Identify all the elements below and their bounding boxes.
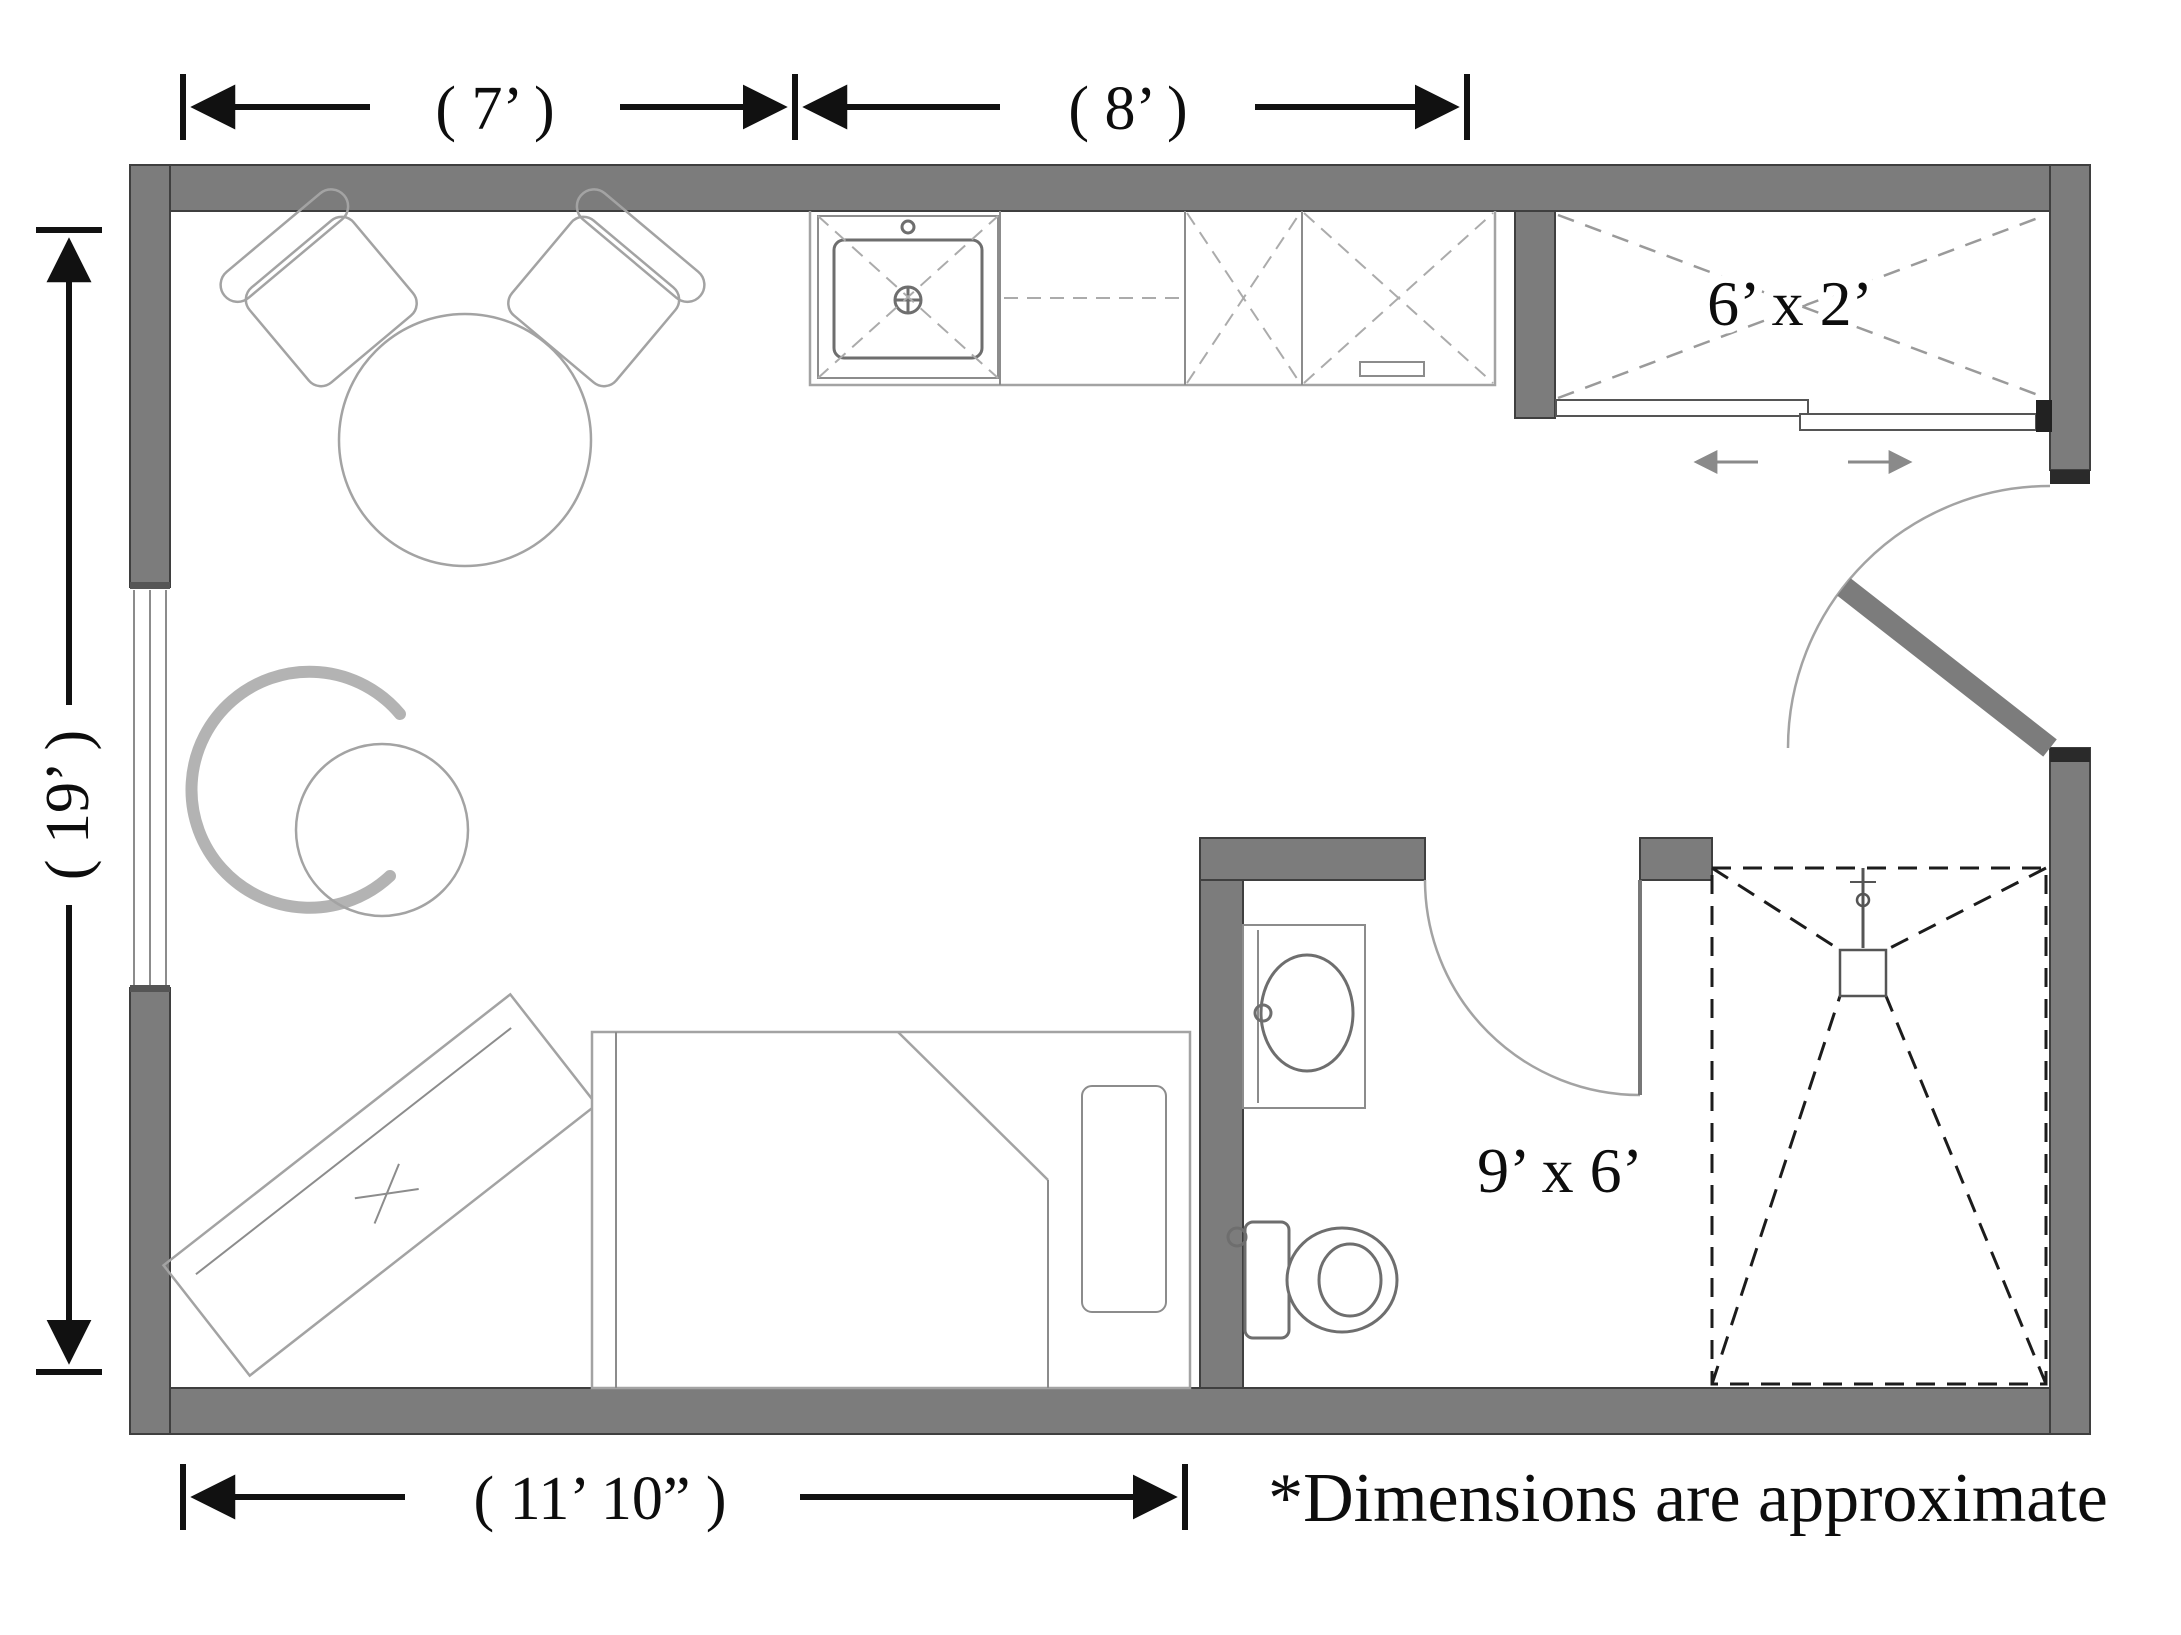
shower-pan (1710, 866, 2048, 1386)
shower-dash (1885, 866, 2047, 952)
sliding-door-panel-left (1555, 399, 1809, 417)
kitchen-appliance-right (1303, 212, 1494, 384)
bathroom-top-wall-left (1199, 837, 1426, 881)
bathroom: 9’ x 6’ (1226, 866, 2048, 1386)
walls (129, 164, 2091, 1435)
appliance-dash-x (1186, 212, 1301, 384)
shower-dash (1711, 866, 1841, 952)
dim-label-top-right: ( 8’ ) (1068, 75, 1187, 143)
dimensions: ( 7’ ) ( 8’ ) ( 19’ ) ( 11’ 10” ) (34, 74, 1470, 1533)
sliding-door-jamb (2036, 400, 2052, 432)
entry-door-leaf (1837, 578, 2057, 757)
entry-door-jamb-bottom (2050, 748, 2090, 762)
dimension-left: ( 19’ ) (34, 227, 102, 1375)
armchair-left (219, 188, 418, 388)
swivel-chair-seat (294, 742, 470, 918)
sliding-door (1555, 399, 2052, 474)
armchair-right (507, 188, 706, 388)
kitchen-sink (817, 215, 999, 379)
closet-partition-wall (1514, 210, 1556, 419)
appliance-handle (1359, 361, 1425, 377)
bed-frame (590, 1030, 1192, 1390)
left-wall-upper (129, 164, 171, 591)
footnote-text: *Dimensions are approximate (1268, 1460, 2108, 1537)
shower (1710, 866, 2048, 1386)
bathroom-door-swing-arc (1423, 879, 1641, 1097)
top-wall (129, 164, 2091, 212)
vanity-basin (1259, 953, 1355, 1073)
toilet-flush-icon (1226, 1226, 1248, 1248)
bathroom-left-wall (1199, 837, 1244, 1389)
entry-door-jamb-top (2050, 470, 2090, 484)
vanity-counter (1242, 924, 1366, 1109)
dim-label-top-left: ( 7’ ) (435, 75, 554, 143)
sink-cabinet (817, 215, 999, 379)
pillow (1081, 1085, 1167, 1313)
dim-label-left: ( 19’ ) (34, 730, 102, 880)
bed (590, 1030, 1192, 1390)
right-wall-lower (2049, 747, 2091, 1435)
vanity-sink (1242, 924, 1366, 1109)
sink-dash-x (817, 215, 999, 379)
window-jamb-top (130, 582, 170, 589)
desk-top (161, 992, 599, 1378)
toilet-tank (1243, 1220, 1291, 1340)
bathroom-top-wall-right (1639, 837, 1713, 881)
desk-detail (373, 1163, 400, 1224)
entry-door-swing-arc (1786, 484, 2051, 749)
window-left (128, 582, 172, 992)
left-wall-lower (129, 984, 171, 1435)
armchair-seat (244, 215, 418, 388)
bathroom-door (1423, 879, 1642, 1097)
dim-label-bottom: ( 11’ 10” ) (473, 1465, 726, 1533)
armchair-back (575, 188, 706, 304)
toilet (1226, 1220, 1399, 1340)
dimension-bottom: ( 11’ 10” ) (180, 1464, 1188, 1533)
round-table (337, 312, 593, 568)
living-furniture (161, 188, 1192, 1390)
shower-dash (1710, 995, 1842, 1385)
blanket-fold (897, 1031, 1049, 1181)
kitchen (808, 211, 1497, 387)
shower-head-icon (1855, 892, 1871, 908)
vanity-faucet-icon (1253, 1003, 1273, 1023)
dimension-top-left: ( 7’ ) (180, 74, 798, 143)
appliance-dash-x (1303, 212, 1494, 384)
dimension-top-right: ( 8’ ) (802, 74, 1470, 143)
closet-size-label: 6’ x 2’ (1707, 268, 1873, 339)
bottom-wall (129, 1387, 2091, 1435)
shower-dash (1884, 995, 2048, 1385)
kitchen-appliance-left (1186, 212, 1301, 384)
sliding-door-panel-right (1799, 413, 2037, 431)
closet: 6’ x 2’ (1555, 213, 2052, 474)
swivel-chair-back (185, 665, 406, 914)
sink-basin (832, 238, 984, 360)
desk-drawer-line (195, 1027, 512, 1276)
window-jamb-bottom (130, 985, 170, 992)
counter-outline (808, 211, 1497, 387)
entry-door (1786, 470, 2090, 762)
faucet-icon (900, 219, 916, 235)
shower-drain (1838, 948, 1888, 998)
armchair-back (219, 188, 350, 304)
desk (161, 992, 599, 1378)
toilet-bowl-inner (1317, 1242, 1383, 1318)
bathroom-size-label: 9’ x 6’ (1477, 1135, 1643, 1206)
right-wall-upper (2049, 164, 2091, 471)
swivel-chair (185, 665, 470, 918)
